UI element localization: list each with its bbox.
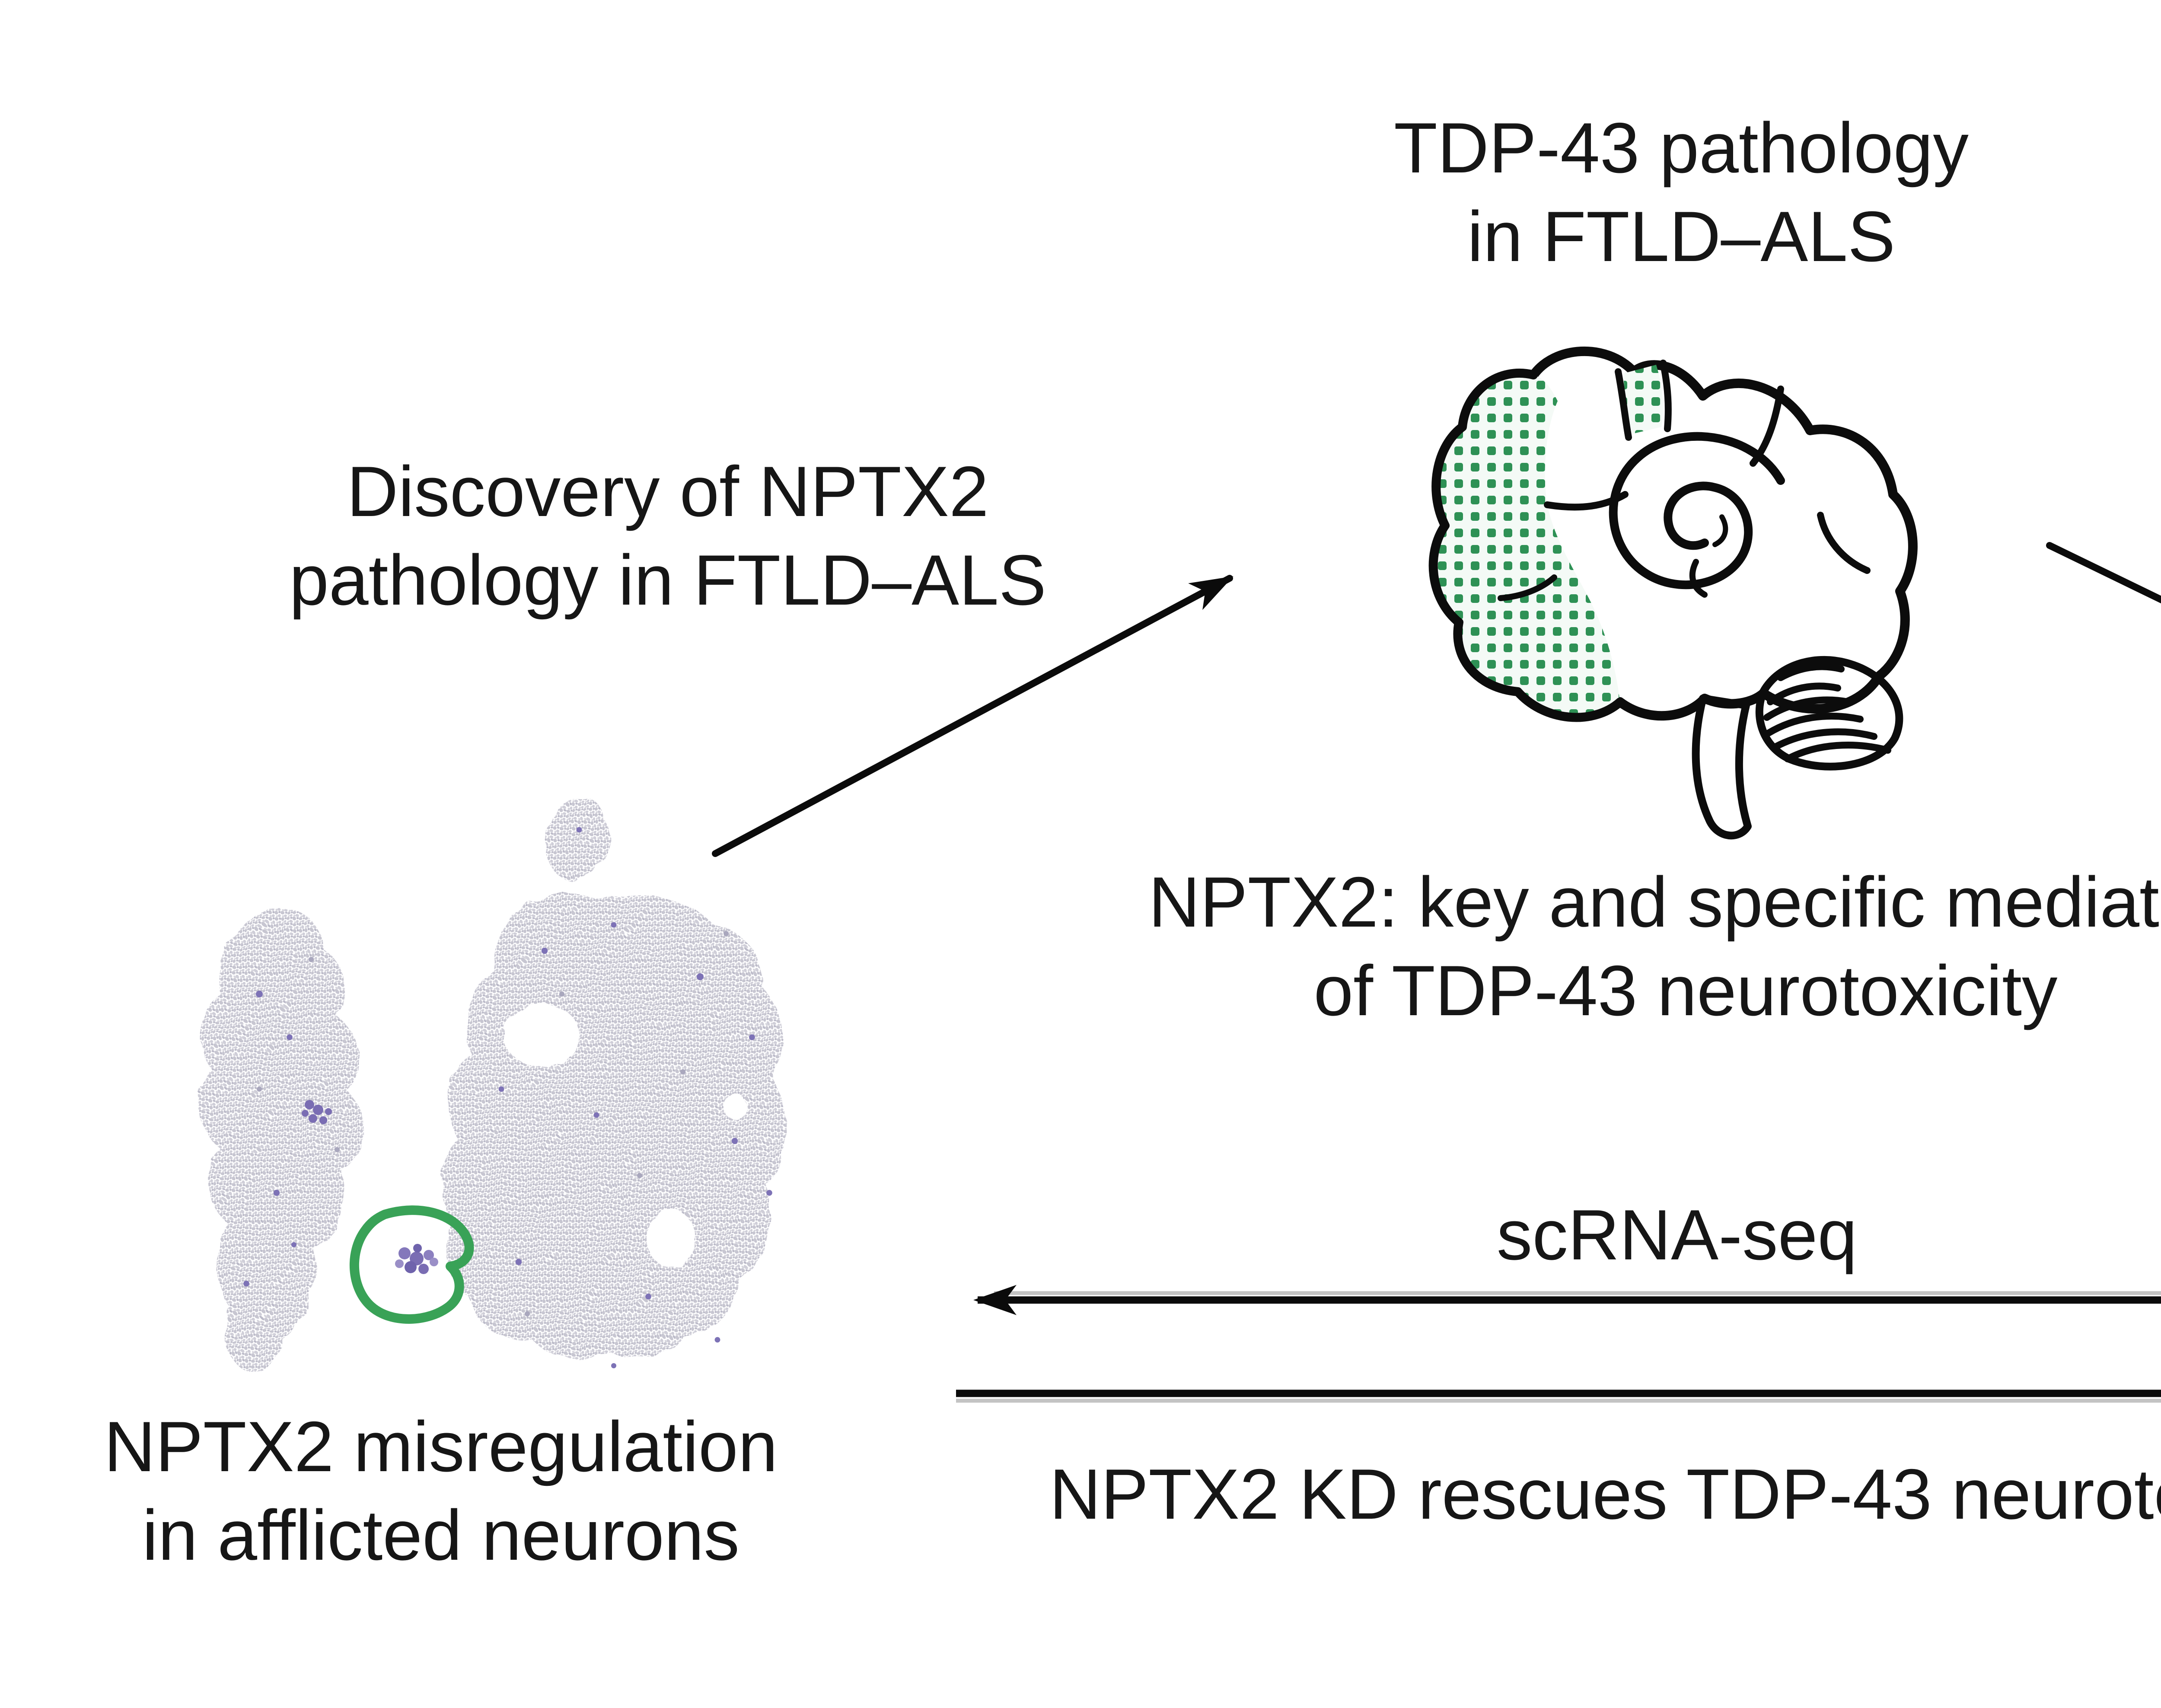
frontal-pathology-dots xyxy=(1433,373,1620,717)
top-pathology-wedge xyxy=(1623,365,1663,434)
brain-cerebellum xyxy=(1755,656,1903,771)
brainstem-pathology xyxy=(1692,695,1752,840)
umap-label-line2: in afflicted neurons xyxy=(142,1495,740,1575)
left-process-line2: pathology in FTLD–ALS xyxy=(289,540,1046,620)
discovery-arrow xyxy=(712,575,1233,857)
brain-spiral-fold xyxy=(1609,432,1785,598)
kd-arrow-label-text: NPTX2 KD rescues TDP-43 neurotoxicity xyxy=(1049,1454,2161,1534)
center-label-line2: of TDP-43 neurotoxicity xyxy=(1313,951,2058,1030)
umap-label-line1: NPTX2 misregulation xyxy=(104,1407,778,1486)
umap-cluster-top xyxy=(545,797,610,880)
top-label-line1: TDP-43 pathology xyxy=(1394,108,1969,188)
scrna-arrow-label-text: scRNA-seq xyxy=(1496,1195,1858,1275)
umap-highlight-outline xyxy=(349,1205,474,1324)
modelling-arrow xyxy=(2046,542,2161,604)
umap-plot xyxy=(199,797,786,1372)
umap-label: NPTX2 misregulation in afflicted neurons xyxy=(104,1402,778,1580)
umap-left-purple-patch xyxy=(302,1100,332,1125)
scrna-arrow-label: scRNA-seq xyxy=(1497,1191,1857,1279)
umap-holes xyxy=(504,1004,747,1267)
scrna-arrow xyxy=(973,1285,2161,1315)
top-label: TDP-43 pathology in FTLD–ALS xyxy=(1394,104,1969,281)
umap-cluster-main xyxy=(441,893,786,1359)
top-label-line2: in FTLD–ALS xyxy=(1467,197,1896,276)
left-process-label: Discovery of NPTX2 pathology in FTLD–ALS xyxy=(289,447,1046,625)
center-label: NPTX2: key and specific mediator of TDP-… xyxy=(1148,858,2161,1035)
left-process-line1: Discovery of NPTX2 xyxy=(347,452,989,531)
kd-rescue-arrow xyxy=(956,1389,2161,1403)
brain-illustration xyxy=(1428,346,1918,840)
kd-arrow-label: NPTX2 KD rescues TDP-43 neurotoxicity xyxy=(1049,1450,2161,1539)
umap-purple-cells xyxy=(243,827,772,1368)
umap-nptx2-cluster xyxy=(395,1244,438,1274)
umap-cluster-left xyxy=(199,908,364,1372)
center-label-line1: NPTX2: key and specific mediator xyxy=(1148,862,2161,942)
